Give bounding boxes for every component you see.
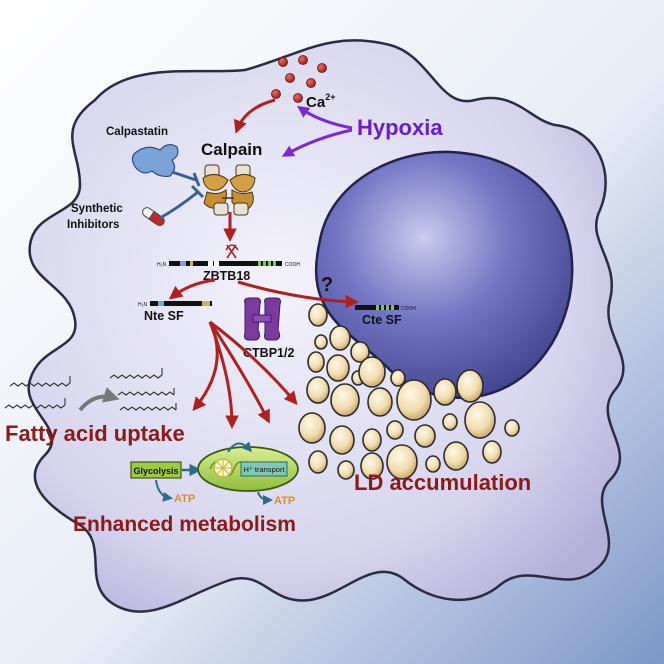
ld-accumulation-label: LD accumulation [354, 470, 531, 495]
nte-fragment-bar: H₂N [138, 301, 212, 308]
enhanced-metabolism-label: Enhanced metabolism [73, 513, 296, 536]
calpain-protein [202, 164, 256, 216]
mitochondria-loop-arrow [227, 441, 252, 453]
svg-text:COOH: COOH [285, 262, 300, 268]
calpain-label: Calpain [201, 140, 262, 159]
fatty-acid-uptake-arrow [78, 387, 120, 412]
lipid-droplets [298, 303, 520, 480]
svg-text:H₂N: H₂N [157, 262, 167, 268]
cleavage-scissors [225, 244, 239, 259]
nucleus [314, 150, 574, 400]
question-mark: ? [321, 274, 333, 296]
zbtb18-to-nte-arrow [168, 278, 216, 300]
svg-text:H₂N: H₂N [138, 302, 148, 308]
hypoxia-to-calcium-arrow [297, 105, 353, 130]
atp-left-label: ATP [174, 493, 195, 505]
hypoxia-label: Hypoxia [357, 115, 443, 140]
calpastatin-inhibition-bar [192, 172, 201, 187]
zbtb18-protein-bar: H₂N COOH [157, 261, 300, 268]
ctbp-protein [244, 297, 281, 341]
nte-to-metabolism-arrow [208, 321, 239, 430]
atp-right-label: ATP [274, 495, 295, 507]
calpastatin-inhibition [171, 170, 197, 182]
glycolysis-label: Glycolysis [133, 466, 178, 476]
calcium-ions [271, 55, 327, 103]
calcium-label: Ca2+ [306, 92, 335, 111]
nte-sf-label: Nte SF [144, 309, 184, 323]
glycolysis-atp-arrow [155, 479, 173, 502]
nte-to-ld-arrow [209, 320, 298, 406]
ctbp-label: CTBP1/2 [243, 346, 294, 360]
hypoxia-to-calpain-arrow [281, 128, 353, 157]
fatty-acid-uptake-label: Fatty acid uptake [5, 421, 185, 446]
calpastatin-label: Calpastatin [106, 126, 168, 138]
fatty-acid-chains [4, 368, 177, 411]
glycolysis-box [130, 461, 182, 479]
synthetic-inhibitors-label: Synthetic Inhibitors [67, 203, 126, 231]
mito-atp-arrow [257, 491, 273, 505]
calpastatin-protein [131, 144, 179, 178]
synthetic-inhibition-bar [190, 184, 205, 199]
calcium-to-calpain-arrow [233, 98, 276, 134]
zbtb18-to-cte-arrow [237, 280, 360, 309]
h-transport-box [240, 461, 288, 477]
pill-icon [142, 207, 165, 226]
svg-text:COOH: COOH [401, 306, 416, 312]
synthetic-inhibition [159, 190, 199, 220]
cte-sf-label: Cte SF [362, 313, 402, 327]
cte-fragment-bar: COOH [355, 305, 416, 312]
h-transport-label: H⁺ transport [243, 465, 285, 474]
nte-to-mitochondria-arrow [208, 321, 270, 424]
